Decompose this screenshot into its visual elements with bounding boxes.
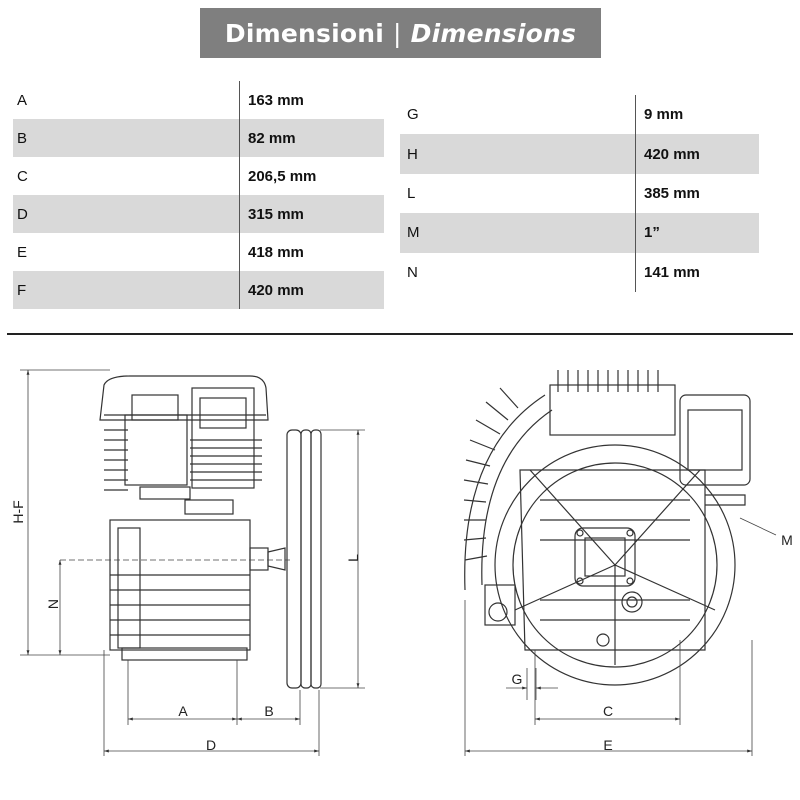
- dimensions-banner: Dimensioni | Dimensions: [200, 8, 601, 58]
- table-row: A 163 mm: [13, 81, 384, 119]
- label-b: B: [264, 703, 273, 719]
- dim-value: 420 mm: [239, 271, 384, 309]
- dim-key: A: [17, 91, 28, 109]
- table-row: C 206,5 mm: [13, 157, 384, 195]
- front-view-dimensions: [464, 517, 777, 756]
- table-row: L 385 mm: [400, 173, 759, 214]
- label-hf: H-F: [10, 500, 26, 523]
- dim-value: 315 mm: [239, 195, 384, 233]
- technical-drawing: H-F N L A B D G C E M: [10, 369, 793, 756]
- side-view-dimensions: [20, 369, 365, 756]
- dim-value: 385 mm: [635, 173, 759, 214]
- table-row: E 418 mm: [13, 233, 384, 271]
- label-a: A: [178, 703, 188, 719]
- side-view-drawing: [99, 375, 322, 689]
- dim-value: 206,5 mm: [239, 157, 384, 195]
- label-e: E: [603, 737, 612, 753]
- label-m: M: [781, 532, 793, 548]
- banner-title-en: Dimensions: [410, 18, 577, 48]
- table-row: N 141 mm: [400, 252, 759, 292]
- dim-key: B: [13, 119, 240, 157]
- dim-key: E: [17, 243, 28, 261]
- dim-value: 1”: [635, 213, 759, 253]
- label-d: D: [206, 737, 216, 753]
- dim-value: 418 mm: [239, 233, 384, 271]
- label-n: N: [45, 599, 61, 609]
- label-g: G: [512, 671, 523, 687]
- label-c: C: [603, 703, 613, 719]
- dim-key: C: [17, 167, 28, 185]
- section-divider: [7, 333, 793, 335]
- dim-key: L: [407, 184, 416, 202]
- banner-separator: |: [393, 18, 402, 48]
- dim-value: 163 mm: [239, 81, 384, 119]
- table-row: G 9 mm: [400, 95, 759, 135]
- dim-key: F: [13, 271, 240, 309]
- front-view-drawing: [463, 370, 751, 686]
- dim-key: N: [407, 263, 418, 281]
- dim-key: M: [400, 213, 636, 253]
- dim-value: 82 mm: [239, 119, 384, 157]
- banner-title-it: Dimensioni: [224, 18, 385, 48]
- dim-value: 9 mm: [635, 95, 759, 135]
- dim-value: 420 mm: [635, 134, 759, 174]
- dim-key: H: [400, 134, 636, 174]
- dim-value: 141 mm: [635, 252, 759, 292]
- label-l: L: [345, 554, 361, 562]
- dim-key: G: [407, 106, 419, 124]
- dim-key: D: [13, 195, 240, 233]
